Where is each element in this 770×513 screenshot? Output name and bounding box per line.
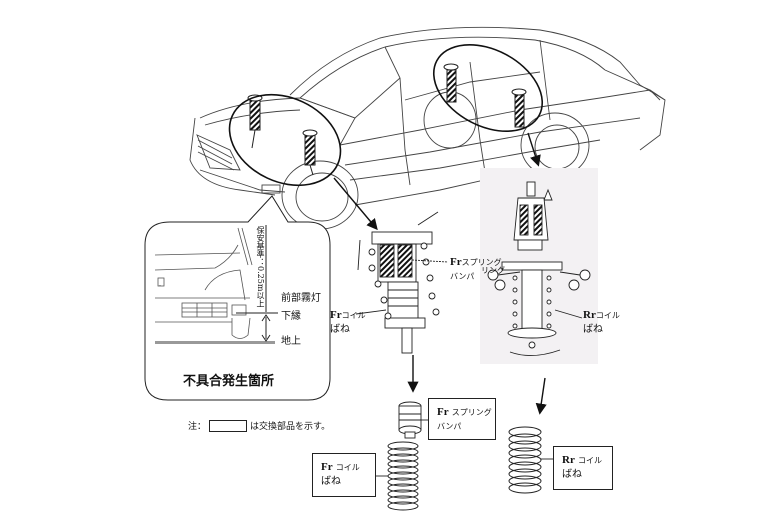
arrow-front-to-detail xyxy=(333,177,378,231)
spring-line1: コイル xyxy=(595,311,620,320)
front-suspension-circle xyxy=(228,93,342,187)
arrow-rear-to-detail xyxy=(527,132,541,167)
note-suffix: は交換部品を示す。 xyxy=(250,422,331,432)
fr-bumper-part-box: Fr スプリング バンパ xyxy=(428,398,496,440)
defect-location-title: 不具合発生箇所 xyxy=(183,374,275,389)
car-front-struts xyxy=(247,94,318,176)
rear-suspension-circle xyxy=(432,43,544,133)
part-line1: スプリング xyxy=(451,408,492,417)
rr-coil-spring-part xyxy=(508,426,542,494)
note-prefix: 注： xyxy=(188,422,207,432)
replacement-part-box-sample xyxy=(209,419,248,432)
rr-spring-part-box: Rr コイル ばね xyxy=(553,446,613,490)
fr-strut-spring-label: Frコイル ばね xyxy=(330,308,366,337)
car-rear-struts xyxy=(443,63,527,128)
bumper-line2: バンパ xyxy=(450,272,475,281)
part-line2: ばね xyxy=(562,469,582,480)
ground-line xyxy=(155,341,275,344)
rear-strut-detail xyxy=(487,181,591,356)
front-strut-detail xyxy=(355,211,449,354)
fr-prefix: Fr xyxy=(330,309,342,321)
arrow-rear-to-parts xyxy=(535,377,547,415)
part-line1: コイル xyxy=(578,456,603,465)
spring-line1: コイル xyxy=(341,311,366,320)
standard-height-label: 保安基準：0.25m以上 xyxy=(256,226,265,308)
fr-spring-part-box: Fr コイル ばね xyxy=(312,453,376,497)
spring-line2: ばね xyxy=(583,324,603,335)
legend-note: 注： は交換部品を示す。 xyxy=(188,419,330,432)
fr-strut-bumper-label: Frスプリング バンパ xyxy=(450,255,502,284)
fr-bumper-part xyxy=(398,401,422,439)
fr-prefix: Fr xyxy=(450,256,462,268)
fr-coil-spring-part xyxy=(387,441,419,511)
rr-prefix: Rr xyxy=(562,454,575,466)
ground-label: 地上 xyxy=(281,336,301,347)
rr-strut-bumper-partial-label: リング xyxy=(481,264,505,278)
part-line2: ばね xyxy=(321,476,341,487)
lower-edge-label: 下縁 xyxy=(281,311,301,322)
fr-prefix: Fr xyxy=(437,406,449,418)
fr-prefix: Fr xyxy=(321,461,333,473)
callout-car-front xyxy=(154,227,253,339)
partial-label-text: リング xyxy=(481,266,505,275)
spring-line2: ばね xyxy=(330,324,350,335)
rr-prefix: Rr xyxy=(583,309,596,321)
part-line1: コイル xyxy=(335,463,360,472)
fog-lamp-label: 前部霧灯 xyxy=(281,293,321,304)
bumper-line1: スプリング xyxy=(461,258,502,267)
part-line2: バンパ xyxy=(437,422,462,431)
rr-strut-spring-label: Rrコイル ばね xyxy=(583,308,620,337)
